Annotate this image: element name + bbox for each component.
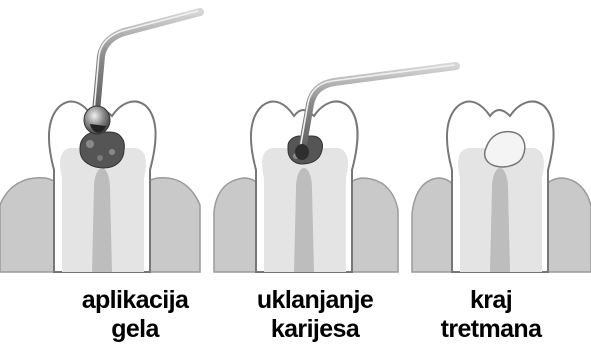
caption-line-2: tretmana — [416, 315, 566, 344]
caption-line-1: kraj — [416, 286, 566, 315]
caption-line-2: gela — [50, 315, 220, 344]
panel-gel-application — [0, 11, 200, 272]
caption-gel-application: aplikacija gela — [50, 286, 220, 344]
caries-with-gel — [80, 132, 124, 168]
caption-line-2: karijesa — [230, 315, 400, 344]
caption-treatment-end: kraj tretmana — [416, 286, 566, 344]
caption-line-1: uklanjanje — [230, 286, 400, 315]
tooth — [447, 101, 554, 272]
caption-caries-removal: uklanjanje karijesa — [230, 286, 400, 344]
caption-line-1: aplikacija — [50, 286, 220, 315]
panel-treatment-end — [412, 101, 591, 272]
